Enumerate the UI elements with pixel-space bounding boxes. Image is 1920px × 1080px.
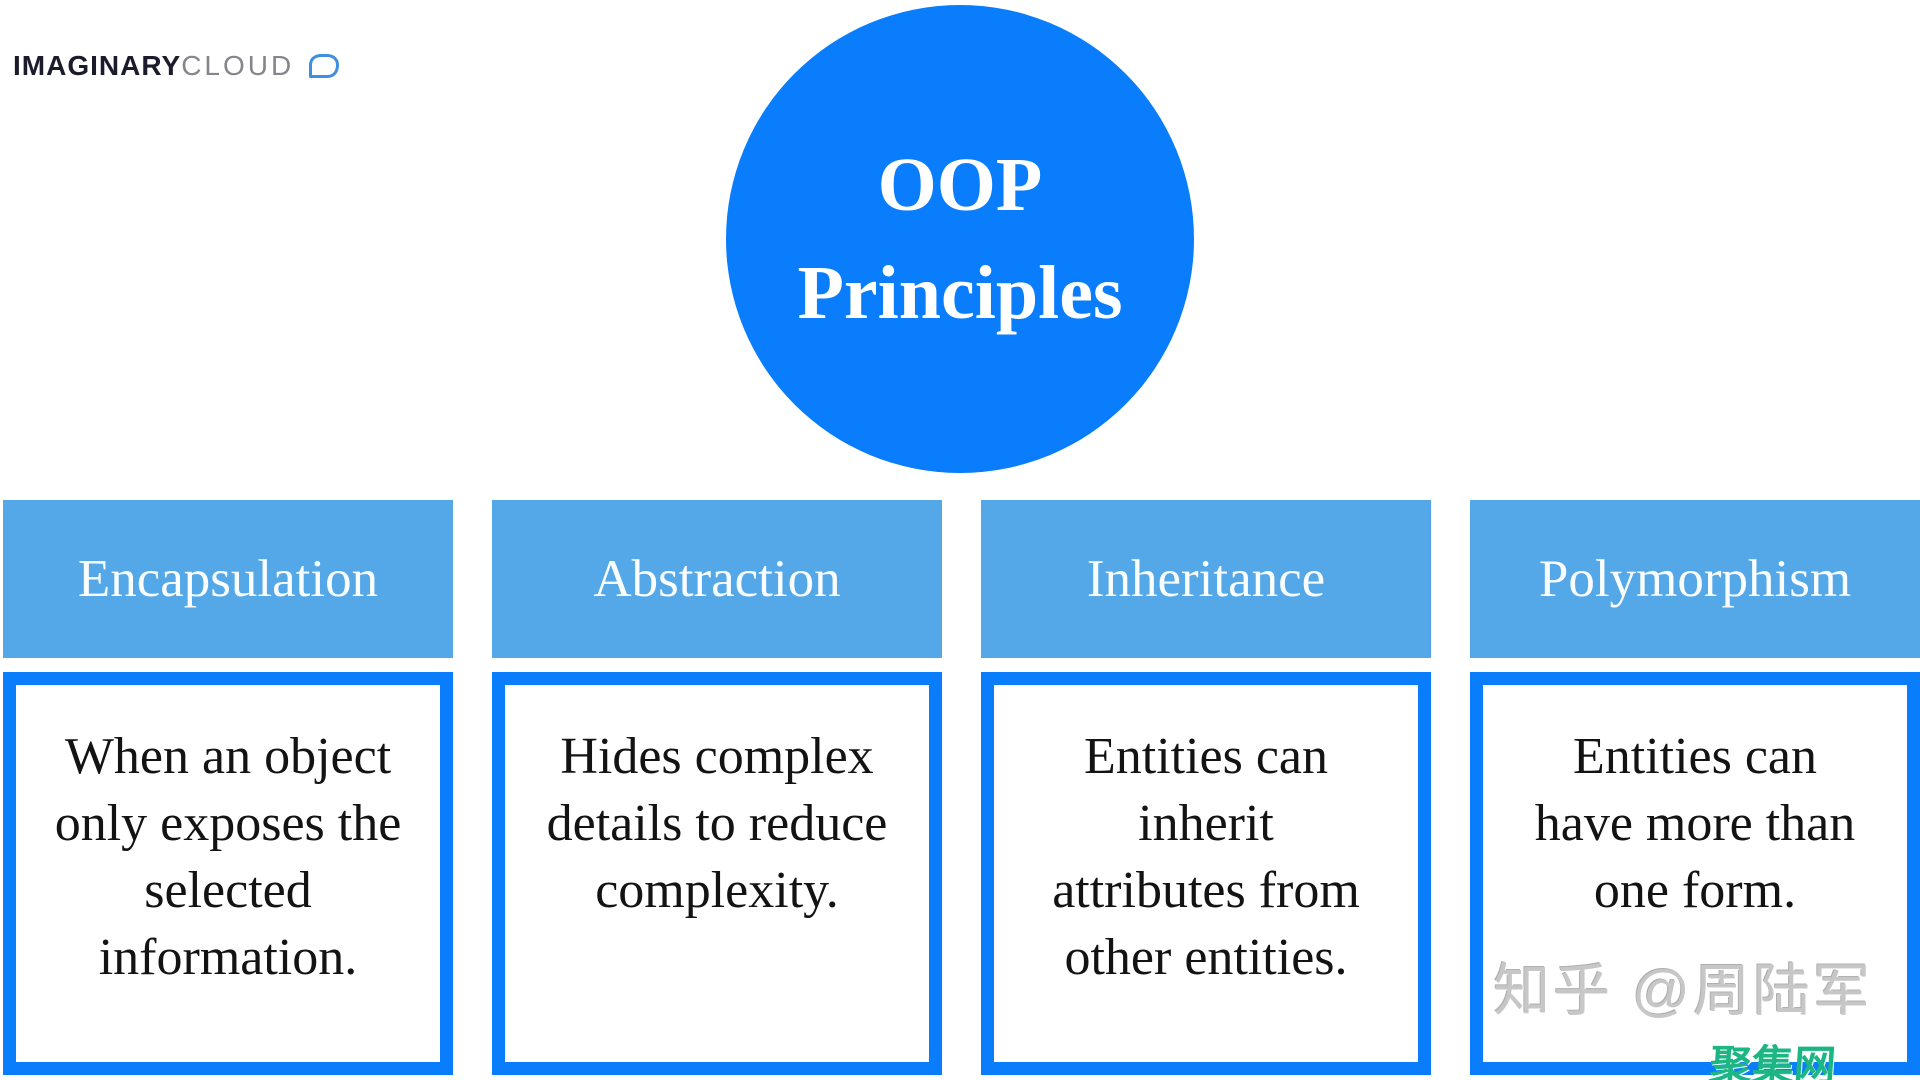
- zhihu-watermark: 知乎 @周陆军: [1493, 959, 1873, 1023]
- principle-box: Entities can have more than one form.: [1470, 672, 1920, 1075]
- diagram-title: OOP Principles: [797, 143, 1123, 335]
- principle-column-inheritance: Inheritance Entities can inherit attribu…: [981, 500, 1431, 1075]
- principle-box: Entities can inherit attributes from oth…: [981, 672, 1431, 1075]
- principles-grid: Encapsulation When an object only expose…: [3, 500, 1920, 1075]
- principle-column-encapsulation: Encapsulation When an object only expose…: [3, 500, 453, 1075]
- principle-description: Entities can inherit attributes from oth…: [1052, 728, 1360, 986]
- principle-description: Hides complex details to reduce complexi…: [546, 728, 888, 919]
- principle-header: Abstraction: [492, 500, 942, 658]
- jujiwang-watermark: 聚集网: [1708, 1042, 1838, 1080]
- principle-box: Hides complex details to reduce complexi…: [492, 672, 942, 1075]
- principle-description: Entities can have more than one form.: [1534, 728, 1856, 919]
- principle-header: Inheritance: [981, 500, 1431, 658]
- principle-box: When an object only exposes the selected…: [3, 672, 453, 1075]
- principle-description: When an object only exposes the selected…: [54, 728, 402, 986]
- principle-column-polymorphism: Polymorphism Entities can have more than…: [1470, 500, 1920, 1075]
- cloud-outline-icon: [309, 54, 340, 78]
- logo-text-cloud: CLOUD: [181, 50, 295, 81]
- principle-column-abstraction: Abstraction Hides complex details to red…: [492, 500, 942, 1075]
- oop-principles-circle: OOP Principles: [726, 5, 1194, 473]
- principle-header: Encapsulation: [3, 500, 453, 658]
- principle-header: Polymorphism: [1470, 500, 1920, 658]
- logo-text-imaginary: IMAGINARY: [13, 50, 182, 81]
